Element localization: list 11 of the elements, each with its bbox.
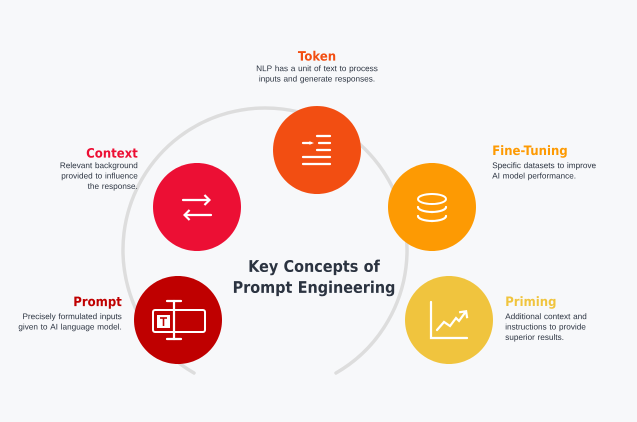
concept-heading: Token <box>298 50 336 61</box>
concept-heading: Priming <box>506 296 556 309</box>
concept-description: Specific datasets to improve AI model performance. <box>492 162 596 180</box>
concept-heading: Fine-Tuning <box>493 145 567 158</box>
concept-heading: Prompt <box>74 296 122 309</box>
concept-description: Relevant background provided to influence the response. <box>60 162 138 191</box>
title: Key Concepts of Prompt Engineering <box>234 260 394 296</box>
concept-description: NLP has a unit of text to process inputs and generate responses. <box>256 65 378 84</box>
concept-description: Additional context and instructions to provide superior results. <box>505 313 586 342</box>
concept-description: Precisely formulated inputs given to AI language model. <box>18 313 122 332</box>
concept-heading: Context <box>86 148 138 158</box>
